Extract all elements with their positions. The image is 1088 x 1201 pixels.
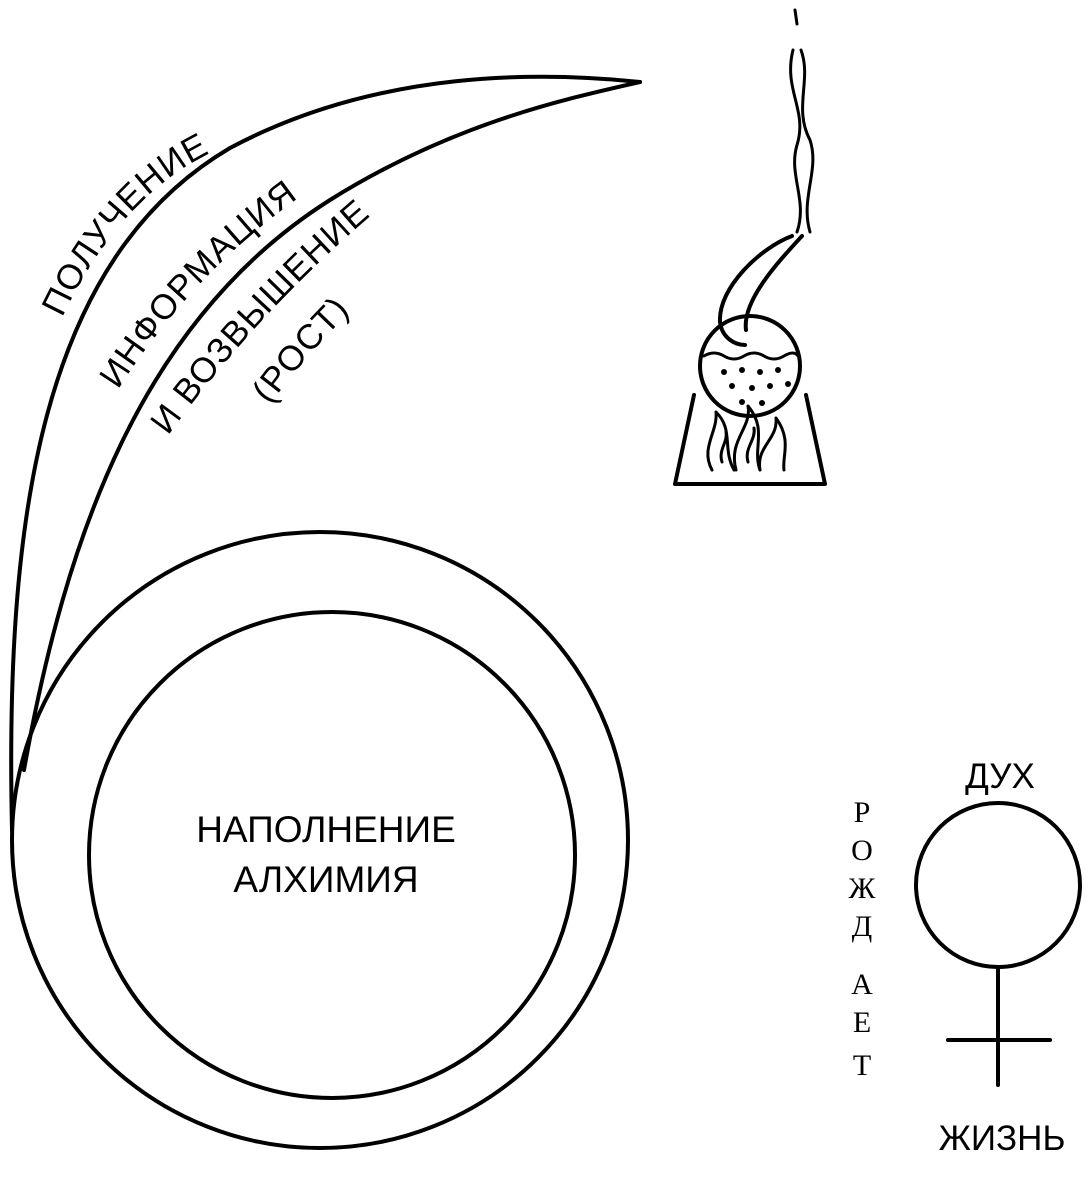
vertical-letter: Д: [852, 910, 872, 943]
label-life: ЖИЗНЬ: [939, 1119, 1066, 1158]
six-tail-inner: [22, 80, 642, 772]
vertical-letter: Р: [854, 796, 871, 829]
arc-labels: ПОЛУЧЕНИЕ ИНФОРМАЦИЯ И ВОЗВЫШЕНИЕ (РОСТ): [34, 125, 375, 440]
center-label-alchemy: АЛХИМИЯ: [233, 859, 418, 900]
venus-symbol-icon: [914, 801, 1082, 1087]
outer-ring: [10, 530, 630, 1150]
label-gives-birth-vertical: Р О Ж Д А Е Т: [849, 796, 876, 1082]
center-label-filling: НАПОЛНЕНИЕ: [196, 809, 456, 850]
vertical-letter: О: [851, 834, 873, 867]
vertical-letter: Ж: [849, 872, 876, 905]
vertical-letter: Е: [853, 1006, 871, 1039]
six-tail-outer: [9, 74, 642, 832]
label-spirit: ДУХ: [965, 757, 1035, 796]
alembic-over-fire-icon: [673, 8, 827, 486]
inner-ring: [87, 610, 577, 1100]
vertical-letter: А: [851, 968, 873, 1001]
six-shape: [9, 74, 642, 1150]
vertical-letter: Т: [853, 1049, 871, 1082]
